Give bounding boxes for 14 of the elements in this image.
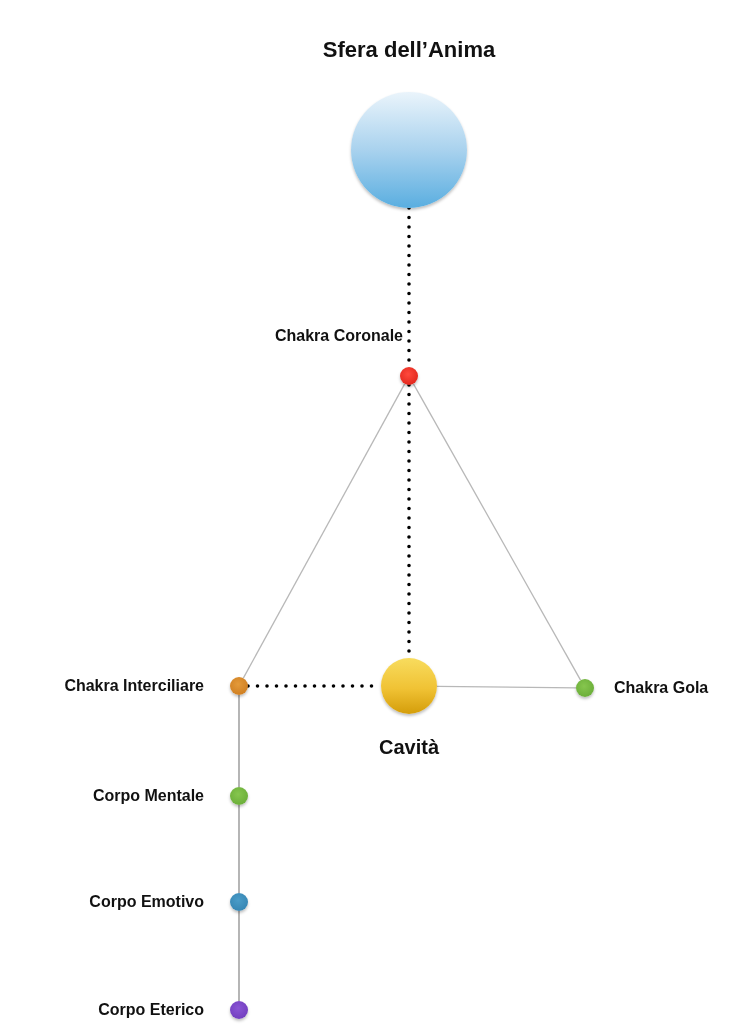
- node-label: Chakra Interciliare: [64, 677, 204, 695]
- connector-line: [436, 685, 577, 689]
- connector-line: [238, 804, 240, 894]
- node-label: Cavità: [379, 736, 439, 758]
- node-label: Corpo Mentale: [92, 787, 204, 805]
- node-label: Chakra Gola: [614, 679, 709, 697]
- node-label: Corpo Emotivo: [89, 893, 204, 911]
- node-label: Chakra Coronale: [274, 327, 403, 345]
- connector-line: [238, 694, 240, 788]
- connector-line: [242, 383, 406, 679]
- node-label: Sfera dell’Anima: [322, 37, 496, 62]
- connector-line: [238, 910, 240, 1002]
- connector-line: [412, 383, 582, 681]
- node-label: Corpo Eterico: [98, 1001, 204, 1019]
